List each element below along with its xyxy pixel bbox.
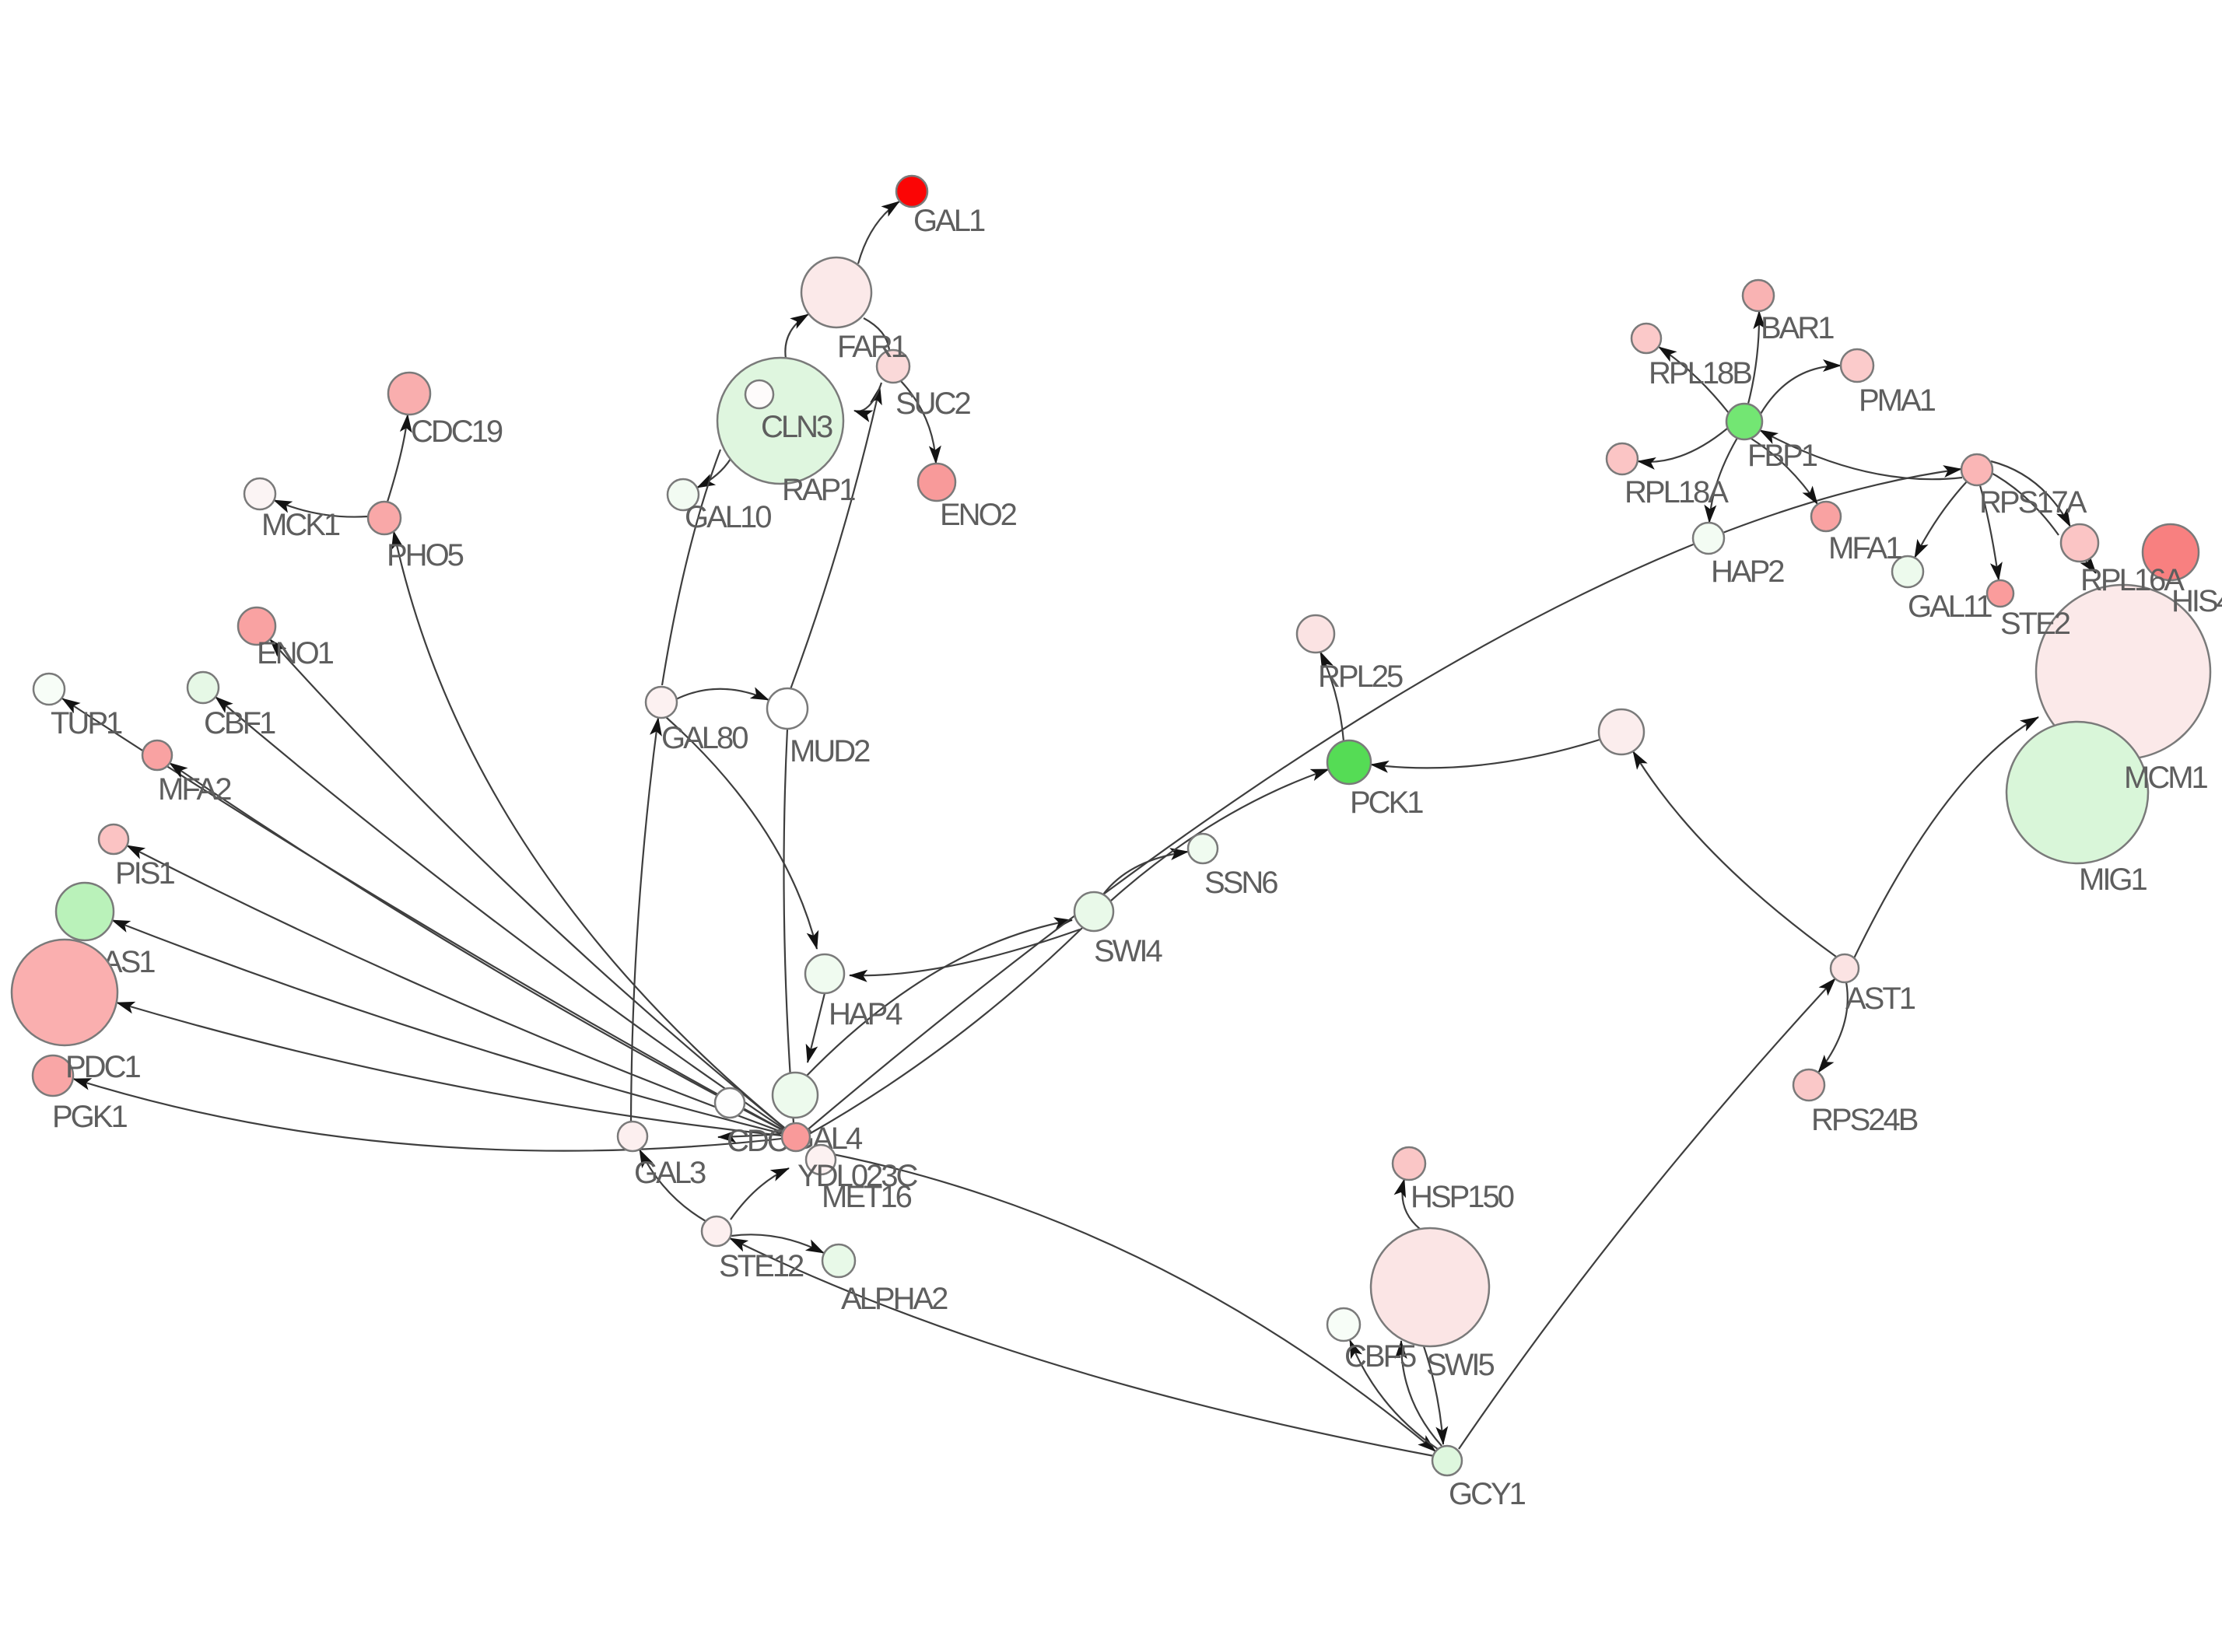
svg-text:MET16: MET16 <box>822 1180 912 1214</box>
svg-text:CBF1: CBF1 <box>204 706 275 740</box>
svg-text:MCM1: MCM1 <box>2124 761 2208 795</box>
svg-text:CLN3: CLN3 <box>761 410 832 444</box>
svg-text:PDC1: PDC1 <box>65 1050 140 1084</box>
svg-text:RPL25: RPL25 <box>1318 660 1403 694</box>
svg-text:YDL023C: YDL023C <box>797 1159 918 1193</box>
svg-text:PHO5: PHO5 <box>387 538 464 572</box>
svg-text:RPL18A: RPL18A <box>1624 475 1729 509</box>
svg-text:GAL10: GAL10 <box>685 500 771 534</box>
svg-text:MUD2: MUD2 <box>790 734 870 768</box>
svg-text:MCK1: MCK1 <box>261 508 340 542</box>
svg-text:SWI5: SWI5 <box>1426 1348 1495 1382</box>
svg-text:HSP150: HSP150 <box>1411 1180 1514 1214</box>
svg-text:ENO1: ENO1 <box>257 636 334 670</box>
svg-text:RPS17A: RPS17A <box>1979 485 2087 520</box>
svg-text:RPS24B: RPS24B <box>1811 1103 1918 1137</box>
svg-text:CDC19: CDC19 <box>411 415 503 449</box>
svg-text:SWI4: SWI4 <box>1094 934 1163 968</box>
svg-text:ENO2: ENO2 <box>940 498 1017 532</box>
svg-text:ALPHA2: ALPHA2 <box>841 1282 948 1316</box>
svg-text:SSN6: SSN6 <box>1204 866 1277 900</box>
svg-text:GAL80: GAL80 <box>661 721 748 755</box>
svg-text:FAR1: FAR1 <box>837 330 907 364</box>
svg-text:GAL11: GAL11 <box>1908 590 1992 624</box>
svg-text:AST1: AST1 <box>1845 982 1915 1016</box>
svg-text:PMA1: PMA1 <box>1859 383 1936 418</box>
svg-text:RPL18B: RPL18B <box>1649 356 1751 390</box>
svg-text:RPL16A: RPL16A <box>2080 563 2185 597</box>
svg-text:PCK1: PCK1 <box>1350 786 1423 820</box>
svg-text:CBF5: CBF5 <box>1344 1339 1416 1374</box>
svg-text:MIG1: MIG1 <box>2079 863 2147 897</box>
svg-text:HAP2: HAP2 <box>1711 555 1784 589</box>
svg-text:HIS4: HIS4 <box>2171 584 2222 618</box>
svg-text:FBP1: FBP1 <box>1747 439 1817 473</box>
svg-text:TUP1: TUP1 <box>51 706 122 740</box>
svg-text:RAP1: RAP1 <box>782 473 855 507</box>
svg-text:BAR1: BAR1 <box>1761 311 1834 345</box>
svg-text:GCY1: GCY1 <box>1449 1477 1526 1511</box>
svg-text:PIS1: PIS1 <box>115 856 174 891</box>
svg-text:STE12: STE12 <box>719 1249 804 1283</box>
svg-text:GAL3: GAL3 <box>634 1156 706 1190</box>
svg-text:STE2: STE2 <box>2000 607 2070 641</box>
svg-text:PGK1: PGK1 <box>52 1100 127 1134</box>
svg-text:MFA2: MFA2 <box>158 772 231 807</box>
svg-text:SUC2: SUC2 <box>895 387 970 421</box>
svg-text:HAP4: HAP4 <box>829 997 902 1031</box>
svg-text:MFA1: MFA1 <box>1828 531 1901 565</box>
svg-text:GAL1: GAL1 <box>913 204 985 238</box>
